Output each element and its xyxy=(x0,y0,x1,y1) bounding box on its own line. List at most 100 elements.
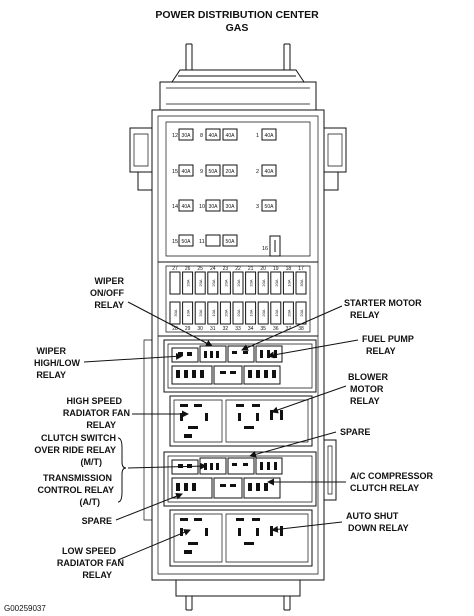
svg-text:(M/T): (M/T) xyxy=(81,457,103,467)
svg-text:BLOWER: BLOWER xyxy=(348,372,388,382)
fuse xyxy=(222,234,238,247)
mini-fuse-num: 27 xyxy=(172,266,178,272)
svg-text:LOW SPEED: LOW SPEED xyxy=(62,546,117,556)
fuse-num: 11 xyxy=(199,239,205,245)
fuse-row-1: 12 30A 8 40A 40A 1 40A xyxy=(172,128,277,141)
label-low-speed-fan-relay: LOW SPEED RADIATOR FAN RELAY xyxy=(57,546,124,580)
fuse xyxy=(261,164,277,177)
mini-fuse-amp: 20A xyxy=(261,279,266,286)
fuse xyxy=(205,128,221,141)
figure-code: G00259037 xyxy=(4,604,46,613)
fuse-amp: 40A xyxy=(265,169,275,175)
mini-fuse-amp: 10A xyxy=(286,279,291,286)
bracket xyxy=(117,437,127,503)
mini-fuse-num: 38 xyxy=(298,326,304,332)
label-high-speed-fan-relay: HIGH SPEED RADIATOR FAN RELAY xyxy=(63,396,130,430)
leader-line xyxy=(127,462,207,470)
mini-fuse-num: 21 xyxy=(248,266,254,272)
svg-text:RELAY: RELAY xyxy=(94,300,124,310)
svg-text:CLUTCH RELAY: CLUTCH RELAY xyxy=(350,483,419,493)
leader-line xyxy=(249,431,337,458)
leader-line xyxy=(271,385,347,414)
mini-fuse-amp: 30A xyxy=(299,279,304,286)
fuse xyxy=(205,199,221,212)
svg-text:AUTO SHUT: AUTO SHUT xyxy=(346,511,399,521)
diagram-title: POWER DISTRIBUTION CENTER xyxy=(155,9,319,21)
mini-fuse-amp: 30A xyxy=(173,309,178,316)
mini-fuse-amp: 10A xyxy=(249,309,254,316)
label-wiper-onoff-relay: WIPER ON/OFF RELAY xyxy=(90,276,124,310)
svg-text:OVER RIDE RELAY: OVER RIDE RELAY xyxy=(34,445,116,455)
svg-text:CONTROL RELAY: CONTROL RELAY xyxy=(37,485,114,495)
leader-line xyxy=(83,352,183,363)
fuse-row-3: 14 40A 10 30A 30A 3 50A xyxy=(172,199,277,212)
svg-text:TRANSMISSION: TRANSMISSION xyxy=(43,473,112,483)
mini-fuse-num: 18 xyxy=(286,266,292,272)
fuse xyxy=(205,234,221,247)
svg-text:WIPER: WIPER xyxy=(94,276,124,286)
leader-line xyxy=(241,305,343,351)
fuse-num: 15 xyxy=(172,239,178,245)
fuse xyxy=(178,128,194,141)
mini-fuse: 20 20A xyxy=(257,266,269,295)
mini-fuse-amp: 20A xyxy=(236,309,241,316)
fuse-num: 10 xyxy=(199,204,205,210)
fuse-num: 15 xyxy=(172,169,178,175)
svg-text:DOWN RELAY: DOWN RELAY xyxy=(348,523,409,533)
fuse-16: 16 xyxy=(262,235,281,257)
fuse xyxy=(178,164,194,177)
mini-fuse-amp: 20A xyxy=(274,279,279,286)
svg-text:MOTOR: MOTOR xyxy=(350,384,384,394)
fuse xyxy=(261,128,277,141)
fuse xyxy=(178,234,194,247)
fuse xyxy=(178,199,194,212)
label-blower-motor-relay: BLOWER MOTOR RELAY xyxy=(348,372,388,406)
svg-text:HIGH/LOW: HIGH/LOW xyxy=(34,358,80,368)
svg-text:RELAY: RELAY xyxy=(36,370,66,380)
fuse-amp: 50A xyxy=(182,239,192,245)
leader-line xyxy=(267,339,359,359)
label-wiper-highlow-relay: WIPER HIGH/LOW RELAY xyxy=(34,346,80,380)
fuse-num: 3 xyxy=(256,204,259,210)
fuse-num: 1 xyxy=(256,133,259,139)
mini-fuse-num: 29 xyxy=(185,326,191,332)
mini-fuse-amp: 20A xyxy=(299,309,304,316)
fuse xyxy=(222,199,238,212)
relay-block-4 xyxy=(169,509,313,567)
svg-text:RELAY: RELAY xyxy=(366,346,396,356)
maxi-fuse-area: 12 30A 8 40A 40A 1 40A 15 40A 9 50A 20A … xyxy=(165,121,311,257)
mini-fuse-num: 23 xyxy=(223,266,229,272)
svg-text:ON/OFF: ON/OFF xyxy=(90,288,124,298)
svg-text:A/C COMPRESSOR: A/C COMPRESSOR xyxy=(350,471,434,481)
relay-block-2 xyxy=(169,395,313,447)
fuse-amp: 50A xyxy=(209,169,219,175)
mini-fuse-amp: 10A xyxy=(274,309,279,316)
fuse-num: 8 xyxy=(200,133,203,139)
mini-fuse-amp: 20A xyxy=(223,309,228,316)
label-ac-compressor-relay: A/C COMPRESSOR CLUTCH RELAY xyxy=(350,471,434,493)
svg-text:RADIATOR FAN: RADIATOR FAN xyxy=(57,558,124,568)
svg-text:RELAY: RELAY xyxy=(350,310,380,320)
mini-fuse-num: 33 xyxy=(235,326,241,332)
fuse-num: 14 xyxy=(172,204,178,210)
mini-fuse-amp: 20A xyxy=(198,309,203,316)
mini-fuse-num: 22 xyxy=(235,266,241,272)
svg-text:HIGH SPEED: HIGH SPEED xyxy=(66,396,122,406)
mini-fuse-amp: 20A xyxy=(236,279,241,286)
relay-block-1 xyxy=(163,339,317,393)
fuse xyxy=(222,128,238,141)
mini-fuse-num: 20 xyxy=(260,266,266,272)
mini-fuse-num: 24 xyxy=(210,266,216,272)
svg-text:RELAY: RELAY xyxy=(86,420,116,430)
housing xyxy=(129,43,347,611)
